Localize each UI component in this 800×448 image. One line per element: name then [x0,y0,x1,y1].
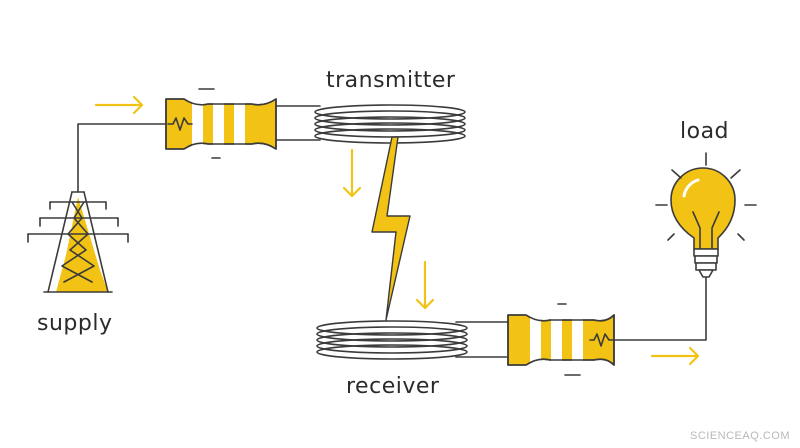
transmitter-coil-icon [314,104,466,144]
receiver-coil-icon [316,320,468,360]
transmitter-label: transmitter [326,68,456,93]
receiver-resistor-icon [507,303,615,376]
watermark: SCIENCEAQ.COM [689,430,790,442]
transmit-arrow-icon [342,148,362,198]
supply-arrow-icon [94,95,144,115]
transmitter-resistor-icon [165,88,277,159]
light-bulb-icon [655,152,757,278]
supply-wire [77,123,167,193]
receiver-label: receiver [346,374,440,399]
lightning-bolt-icon [371,136,411,321]
supply-label: supply [37,311,113,336]
receive-arrow-icon [415,260,435,310]
load-wire [613,276,707,341]
power-tower-icon [27,191,129,293]
load-arrow-icon [650,346,700,366]
load-label: load [680,119,730,144]
